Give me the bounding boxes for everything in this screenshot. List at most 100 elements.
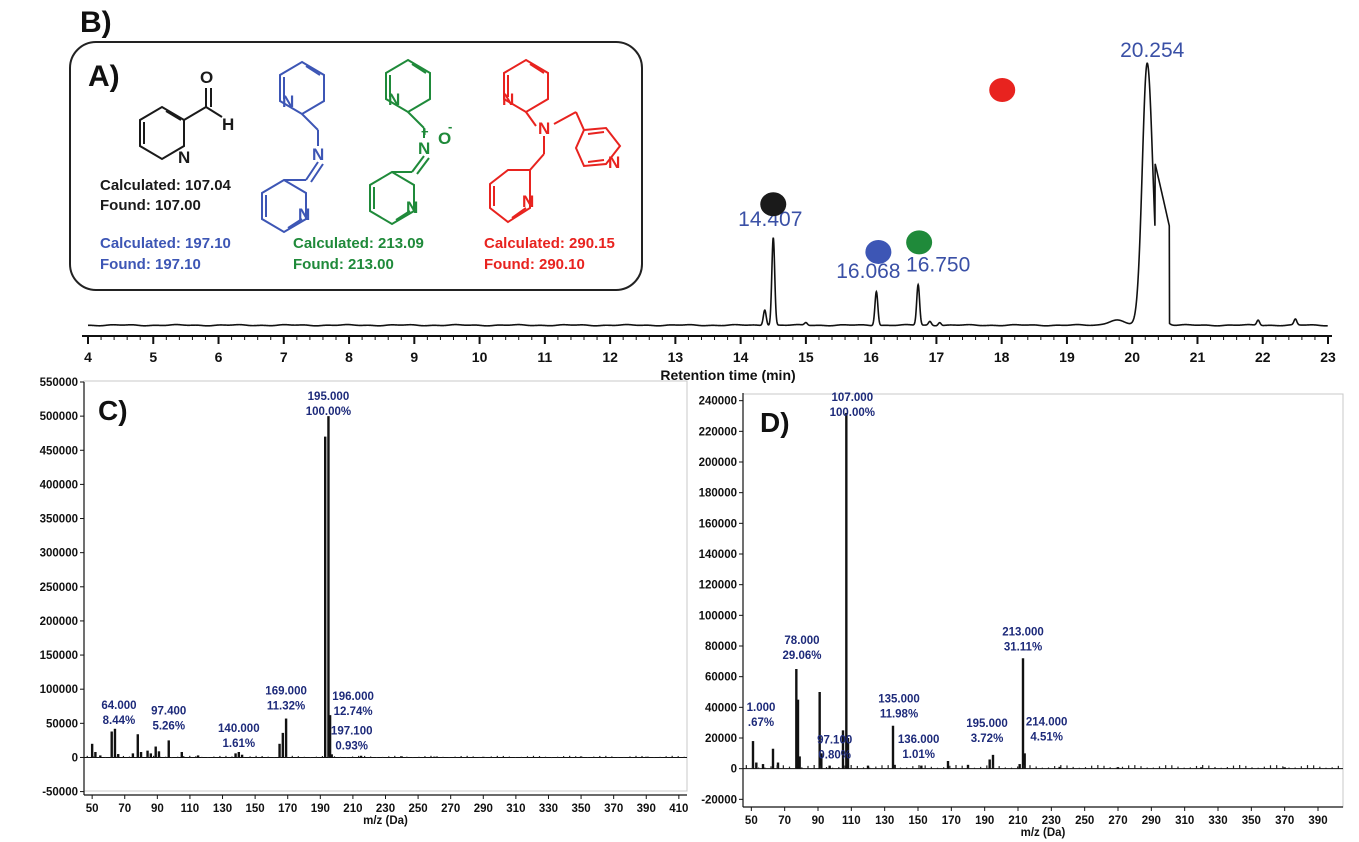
noise-bar bbox=[243, 756, 245, 758]
noise-bar bbox=[1263, 766, 1265, 769]
s3-n-atom-nitrone: N bbox=[418, 139, 430, 158]
y-tick-label: 180000 bbox=[699, 488, 737, 500]
spectrum-bar bbox=[240, 754, 244, 758]
noise-bar bbox=[285, 756, 287, 758]
x-tick-label: 290 bbox=[474, 803, 493, 815]
x-tick-label: 150 bbox=[246, 803, 265, 815]
y-tick-label: 100000 bbox=[699, 610, 737, 622]
noise-bar bbox=[225, 755, 227, 758]
spectrum-bar bbox=[966, 764, 970, 769]
x-tick-label: 12 bbox=[602, 349, 618, 365]
noise-bar bbox=[1300, 766, 1302, 769]
noise-bar bbox=[388, 756, 390, 758]
noise-bar bbox=[351, 756, 354, 758]
x-tick-label: 90 bbox=[812, 815, 825, 827]
peak-annotation-pct: 100.00% bbox=[306, 406, 351, 418]
noise-bar bbox=[575, 756, 577, 758]
noise-bar bbox=[1319, 766, 1321, 769]
noise-bar bbox=[992, 765, 994, 769]
noise-bar bbox=[986, 765, 988, 769]
noise-bar bbox=[165, 756, 167, 758]
noise-bar bbox=[801, 767, 803, 769]
spectrum-bar bbox=[1021, 658, 1025, 769]
x-tick-label: 110 bbox=[842, 815, 861, 827]
y-tick-label: 140000 bbox=[699, 549, 737, 561]
noise-bar bbox=[955, 764, 957, 769]
s3-n-atom-top: N bbox=[388, 90, 400, 109]
peak-annotation-pct: 1.61% bbox=[223, 738, 256, 750]
x-tick-label: 10 bbox=[472, 349, 488, 365]
noise-bar bbox=[881, 765, 883, 769]
noise-bar bbox=[980, 766, 982, 769]
noise-bar bbox=[1165, 765, 1167, 769]
noise-bar bbox=[508, 756, 510, 758]
peak-label: 20.254 bbox=[1120, 39, 1185, 62]
noise-bar bbox=[219, 755, 221, 758]
noise-bar bbox=[418, 756, 420, 758]
noise-bar bbox=[1276, 765, 1278, 769]
x-axis-title: Retention time (min) bbox=[660, 367, 795, 383]
noise-bar bbox=[189, 755, 191, 758]
x-tick-label: 210 bbox=[1008, 815, 1027, 827]
spectrum-bar bbox=[196, 755, 200, 758]
spectrum-bar bbox=[818, 692, 821, 769]
x-tick-label: 150 bbox=[908, 815, 927, 827]
noise-bar bbox=[893, 766, 895, 769]
peak-annotation-mz: 140.000 bbox=[218, 723, 260, 735]
x-tick-label: 390 bbox=[1308, 815, 1327, 827]
noise-bar bbox=[556, 756, 559, 758]
noise-bar bbox=[526, 756, 529, 758]
panel-label-d: D) bbox=[760, 407, 790, 438]
y-tick-label: 400000 bbox=[40, 479, 78, 491]
y-tick-label: 0 bbox=[731, 764, 737, 776]
noise-bar bbox=[587, 757, 589, 759]
x-tick-label: 210 bbox=[343, 803, 362, 815]
x-tick-label: 290 bbox=[1142, 815, 1161, 827]
x-tick-label: 7 bbox=[280, 349, 288, 365]
noise-bar bbox=[1214, 766, 1216, 769]
noise-bar bbox=[1251, 767, 1253, 769]
x-tick-label: 390 bbox=[637, 803, 656, 815]
noise-bar bbox=[899, 767, 902, 769]
noise-bar bbox=[869, 767, 871, 769]
noise-bar bbox=[605, 755, 607, 758]
spectrum-bar bbox=[1116, 767, 1120, 769]
spectrum-bar bbox=[755, 762, 758, 769]
peak-marker bbox=[865, 239, 892, 264]
panel-label-a: A) bbox=[88, 60, 120, 93]
spectrum-bar bbox=[798, 756, 801, 769]
spectrum-bar bbox=[281, 732, 285, 758]
noise-bar bbox=[1047, 767, 1050, 769]
spectrum-bar bbox=[99, 755, 102, 758]
noise-bar bbox=[159, 756, 161, 758]
s3-minus-charge: - bbox=[448, 119, 452, 134]
peak-annotation-mz: 97.100 bbox=[817, 735, 852, 747]
noise-bar bbox=[116, 755, 119, 758]
spectrum-bar bbox=[157, 751, 161, 758]
x-tick-label: 70 bbox=[118, 803, 131, 815]
noise-bar bbox=[1017, 766, 1019, 769]
x-tick-label: 23 bbox=[1320, 349, 1336, 365]
noise-bar bbox=[321, 756, 324, 758]
x-tick-label: 410 bbox=[669, 803, 688, 815]
noise-bar bbox=[1072, 766, 1074, 769]
x-tick-label: 15 bbox=[798, 349, 814, 365]
y-tick-label: 20000 bbox=[705, 733, 737, 745]
y-tick-label: 160000 bbox=[699, 518, 737, 530]
peak-annotation-pct: 29.06% bbox=[782, 650, 821, 662]
peak-label: 16.750 bbox=[906, 253, 970, 276]
peak-label: 16.068 bbox=[836, 260, 900, 283]
structures-panel: A) O H N Calculated: 107.04 Found: 107.0… bbox=[69, 41, 643, 291]
noise-bar bbox=[303, 756, 305, 758]
spectrum-bar bbox=[846, 738, 850, 769]
spectrum-bar bbox=[841, 730, 845, 769]
x-tick-label: 250 bbox=[409, 803, 428, 815]
noise-bar bbox=[183, 756, 185, 758]
x-tick-label: 350 bbox=[571, 803, 590, 815]
x-tick-label: 230 bbox=[1042, 815, 1061, 827]
noise-bar bbox=[751, 766, 754, 769]
noise-bar bbox=[550, 757, 553, 759]
noise-bar bbox=[832, 767, 834, 769]
noise-bar bbox=[949, 765, 951, 769]
spectrum-bar bbox=[891, 725, 895, 769]
